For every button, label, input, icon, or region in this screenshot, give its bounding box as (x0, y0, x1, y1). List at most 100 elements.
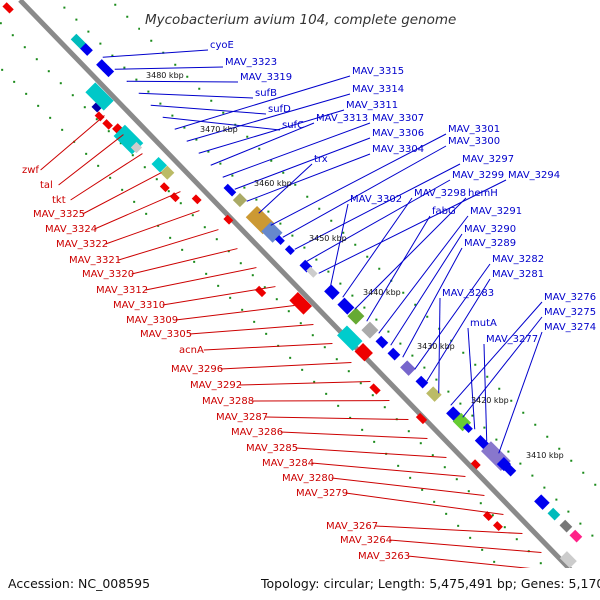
gene-feature (94, 111, 105, 122)
tick-dot (186, 75, 189, 78)
gene-feature (274, 235, 285, 246)
tick-dot (279, 222, 282, 225)
tick-dot (135, 78, 138, 81)
forward-gene-label: MAV_3297 (462, 154, 514, 165)
reverse-gene-label: MAV_3310 (113, 300, 165, 311)
tick-dot (217, 284, 220, 287)
tick-dot (229, 296, 232, 299)
tick-dot (318, 207, 321, 210)
leader-line (162, 286, 276, 306)
gene-feature (324, 284, 340, 300)
leader-line (220, 362, 352, 370)
gene-feature (369, 383, 381, 395)
leader-line (189, 324, 314, 335)
leader-line (258, 163, 313, 214)
tick-dot (23, 46, 26, 49)
tick-dot (49, 116, 52, 119)
tick-dot (287, 310, 290, 313)
tick-dot (195, 138, 198, 141)
forward-gene-label: MAV_3304 (372, 144, 424, 155)
leader-line (354, 197, 467, 310)
tick-dot (171, 114, 174, 117)
gene-feature (503, 463, 517, 477)
tick-dot (423, 366, 426, 369)
leader-line (203, 343, 333, 351)
reverse-gene-label: MAV_3321 (69, 255, 121, 266)
reverse-gene-label: MAV_3279 (296, 488, 348, 499)
forward-gene-label: MAV_3323 (225, 57, 277, 68)
tick-dot (443, 466, 446, 469)
tick-dot (567, 510, 570, 513)
gene-feature (375, 335, 389, 349)
tick-dot (483, 426, 486, 429)
forward-gene-label: MAV_3302 (350, 194, 402, 205)
tick-dot (510, 399, 513, 402)
reverse-gene-label: acnA (179, 345, 204, 356)
gene-feature (415, 375, 429, 389)
tick-dot (83, 106, 86, 109)
gene-feature (415, 412, 428, 425)
tick-dot (325, 392, 328, 395)
gene-feature (80, 43, 93, 56)
tick-dot (270, 159, 273, 162)
tick-dot (349, 416, 352, 419)
gene-feature (559, 551, 577, 569)
tick-dot (435, 378, 438, 381)
tick-dot (95, 118, 98, 121)
forward-gene-label: MAV_3294 (508, 170, 560, 181)
tick-dot (407, 430, 410, 433)
tick-dot (411, 354, 414, 357)
leader-line (402, 247, 463, 358)
tick-dot (13, 80, 16, 83)
reverse-gene-label: tal (40, 180, 53, 191)
tick-dot (414, 303, 417, 306)
reverse-gene-label: MAV_3309 (126, 315, 178, 326)
tick-dot (347, 370, 350, 373)
tick-dot (546, 435, 549, 438)
leader-line (246, 153, 371, 202)
leader-line (131, 248, 238, 275)
tick-dot (37, 104, 40, 107)
tick-dot (519, 462, 522, 465)
forward-gene-label: MAV_3301 (448, 124, 500, 135)
tick-dot (47, 70, 50, 73)
tick-dot (301, 368, 304, 371)
tick-dot (222, 111, 225, 114)
leader-line (70, 153, 143, 201)
leader-line (467, 327, 476, 430)
leader-line (390, 233, 463, 346)
tick-dot (227, 250, 230, 253)
tick-dot (323, 346, 326, 349)
reverse-gene-label: MAV_3292 (190, 380, 242, 391)
tick-dot (85, 152, 88, 155)
tick-dot (291, 234, 294, 237)
tick-dot (582, 471, 585, 474)
leader-line (82, 172, 162, 215)
tick-dot (409, 476, 412, 479)
leader-line (280, 431, 428, 440)
leader-line (162, 116, 281, 131)
tick-dot (570, 459, 573, 462)
gene-feature (91, 102, 102, 113)
tick-dot (515, 538, 518, 541)
tick-dot (97, 164, 100, 167)
leader-line (306, 179, 451, 262)
scale-tick-label: 3480 kbp (146, 71, 184, 80)
gene-feature (130, 141, 143, 154)
tick-dot (294, 183, 297, 186)
scale-tick-label: 3460 kbp (254, 179, 292, 188)
gene-feature (289, 292, 312, 315)
scale-tick-label: 3410 kbp (526, 451, 564, 460)
gene-feature (306, 266, 318, 278)
scale-tick-label: 3450 kbp (309, 234, 347, 243)
tick-dot (419, 442, 422, 445)
scale-tick-label: 3420 kbp (471, 396, 509, 405)
tick-dot (109, 176, 112, 179)
forward-gene-label: MAV_3315 (352, 66, 404, 77)
tick-dot (121, 188, 124, 191)
tick-dot (255, 198, 258, 201)
label-leaders (40, 49, 561, 573)
tick-dot (555, 498, 558, 501)
tick-dot (1, 68, 4, 71)
tick-dot (241, 308, 244, 311)
